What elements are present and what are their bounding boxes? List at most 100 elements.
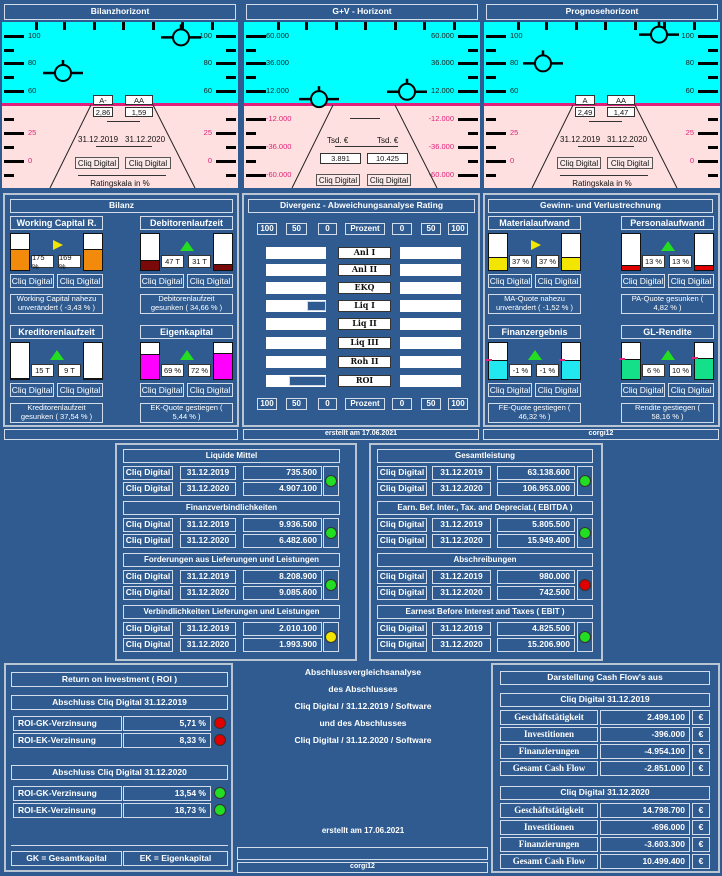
score-2019: 2,49: [575, 107, 595, 117]
company-cell[interactable]: Cliq Digital: [123, 586, 173, 600]
scale-tick: [4, 35, 24, 38]
date-cell: 31.12.2019: [180, 622, 236, 636]
company-button-2020[interactable]: Cliq Digital: [668, 274, 714, 288]
company-cell[interactable]: Cliq Digital: [123, 518, 173, 532]
trend-up-icon: [661, 350, 675, 360]
company-button-2019[interactable]: Cliq Digital: [316, 174, 360, 186]
bar-gauge: [213, 233, 233, 271]
deviation-bar-left: [266, 300, 326, 312]
value-cell: 735.500: [243, 466, 322, 480]
scale-tick: [4, 160, 24, 163]
company-cell[interactable]: Cliq Digital: [377, 466, 427, 480]
cashflow-value: -396.000: [600, 727, 690, 742]
company-button-2020[interactable]: Cliq Digital: [367, 174, 411, 186]
company-button-2019[interactable]: Cliq Digital: [10, 274, 54, 288]
currency-cell: €: [692, 727, 710, 742]
company-cell[interactable]: Cliq Digital: [123, 622, 173, 636]
deviation-bar-right: [400, 356, 461, 368]
company-cell[interactable]: Cliq Digital: [377, 570, 427, 584]
unit-label-2019: Tsd. €: [327, 136, 349, 145]
legend-gk: GK = Gesamtkapital: [11, 851, 122, 866]
company-button-2019[interactable]: Cliq Digital: [10, 383, 54, 397]
company-cell[interactable]: Cliq Digital: [377, 518, 427, 532]
company-button-2020[interactable]: Cliq Digital: [125, 157, 171, 169]
scale-label: 60: [203, 86, 212, 95]
currency-cell: €: [692, 710, 710, 725]
company-cell[interactable]: Cliq Digital: [123, 534, 173, 548]
scale-tick: [708, 76, 718, 79]
cashflow-frame: [491, 663, 720, 873]
scale-tick: [486, 160, 506, 163]
company-cell[interactable]: Cliq Digital: [123, 482, 173, 496]
company-button-2019[interactable]: Cliq Digital: [621, 383, 665, 397]
ratio-label: Anl II: [338, 264, 391, 276]
company-button-2020[interactable]: Cliq Digital: [535, 274, 581, 288]
company-button-2020[interactable]: Cliq Digital: [187, 274, 233, 288]
company-button-2019[interactable]: Cliq Digital: [75, 157, 119, 169]
company-button-2019[interactable]: Cliq Digital: [140, 383, 184, 397]
ratio-label: Liq II: [338, 318, 391, 330]
value-2019: 15 T: [31, 364, 54, 377]
scale-label: 60: [685, 86, 694, 95]
scale-tick: [468, 49, 478, 52]
company-button-2019[interactable]: Cliq Digital: [621, 274, 665, 288]
company-button-2019[interactable]: Cliq Digital: [488, 383, 532, 397]
company-button-2020[interactable]: Cliq Digital: [668, 383, 714, 397]
company-button-2020[interactable]: Cliq Digital: [57, 383, 103, 397]
date-2019: 31.12.2019: [560, 135, 601, 144]
company-cell[interactable]: Cliq Digital: [377, 638, 427, 652]
date-2020: 31.12.2020: [607, 135, 648, 144]
group-title: Earnest Before Interest and Taxes ( EBIT…: [377, 605, 593, 619]
group-title: Gesamtleistung: [377, 449, 593, 463]
company-button-2019[interactable]: Cliq Digital: [140, 274, 184, 288]
bar-fill: [11, 377, 29, 379]
company-button-2019[interactable]: Cliq Digital: [557, 157, 601, 169]
company-button-2020[interactable]: Cliq Digital: [57, 274, 103, 288]
value-cell: 9.936.500: [243, 518, 322, 532]
bar-fill: [562, 360, 580, 379]
date-cell: 31.12.2019: [180, 518, 236, 532]
tick-mark: [335, 22, 338, 30]
deviation-bar-left: [266, 375, 326, 387]
company-cell[interactable]: Cliq Digital: [377, 586, 427, 600]
divider-line: [78, 175, 166, 176]
deviation-bar-left: [266, 264, 326, 276]
cashflow-period-heading: Cliq Digital 31.12.2020: [500, 786, 710, 800]
tick-mark: [604, 22, 607, 30]
bar-fill: [214, 263, 232, 270]
company-cell[interactable]: Cliq Digital: [377, 482, 427, 496]
scale-tick: [246, 49, 256, 52]
scale-tick: [468, 160, 478, 163]
value-2019: 47 T: [161, 255, 184, 268]
company-cell[interactable]: Cliq Digital: [123, 638, 173, 652]
cashflow-period-heading: Cliq Digital 31.12.2019: [500, 693, 710, 707]
value-2019: 175 %: [31, 253, 54, 271]
value-cell: 980.000: [497, 570, 575, 584]
cashflow-value: 14.798.700: [600, 803, 690, 818]
deviation-bar-left: [266, 318, 326, 330]
company-button-2020[interactable]: Cliq Digital: [535, 383, 581, 397]
cashflow-label: Geschäftstätigkeit: [500, 803, 598, 818]
rating-scale-caption: Ratingskala in %: [90, 179, 150, 188]
widget-title: Kreditorenlaufzeit: [10, 325, 103, 339]
company-cell[interactable]: Cliq Digital: [377, 622, 427, 636]
bar-gauge: [621, 233, 641, 271]
tick-mark: [545, 22, 548, 30]
bar-fill: [695, 265, 713, 270]
cashflow-value: -2.851.000: [600, 761, 690, 776]
company-button-2020[interactable]: Cliq Digital: [607, 157, 653, 169]
company-button-2019[interactable]: Cliq Digital: [488, 274, 532, 288]
divider-line: [96, 146, 152, 147]
company-cell[interactable]: Cliq Digital: [123, 466, 173, 480]
scale-tick: [486, 90, 506, 93]
company-cell[interactable]: Cliq Digital: [377, 534, 427, 548]
value-cell: 6.482.600: [243, 534, 322, 548]
status-light-icon: [214, 734, 226, 746]
scale-label: 60.000: [431, 31, 454, 40]
value-cell: 5.805.500: [497, 518, 575, 532]
company-button-2020[interactable]: Cliq Digital: [187, 383, 233, 397]
company-cell[interactable]: Cliq Digital: [123, 570, 173, 584]
widget-description: Debitorenlaufzeit gesunken ( 34,66 % ): [140, 294, 233, 314]
